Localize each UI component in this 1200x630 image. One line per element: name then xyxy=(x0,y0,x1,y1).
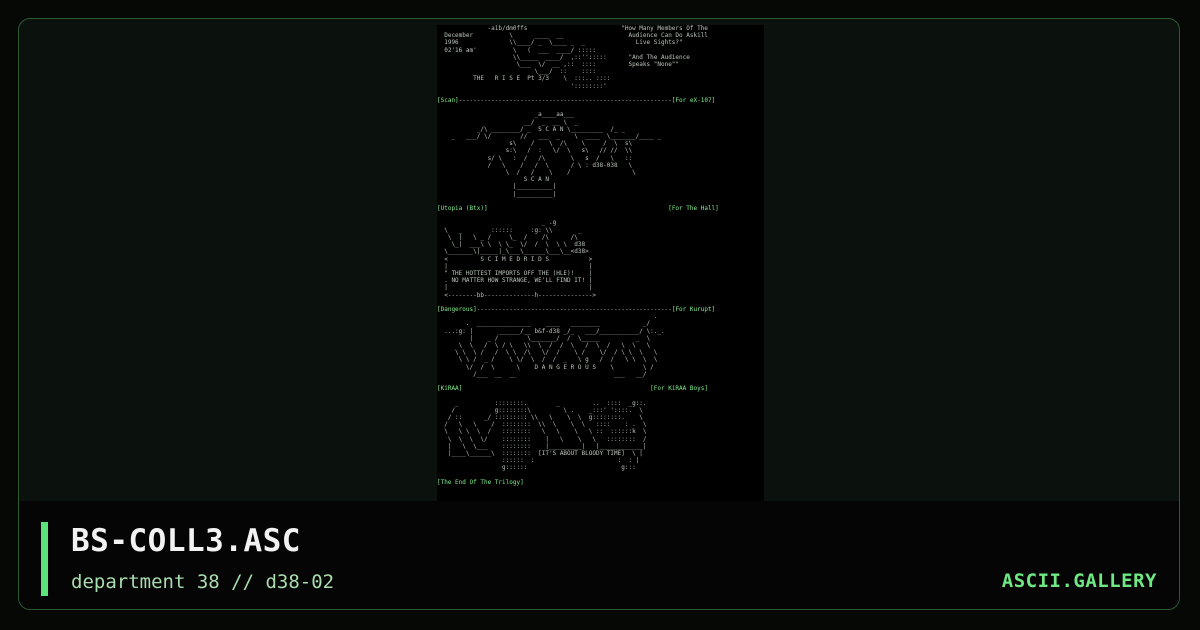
brand-name[interactable]: ASCII.GALLERY xyxy=(1001,570,1157,592)
art-section-label: [Dangerous] xyxy=(437,305,477,313)
accent-stripe xyxy=(41,522,48,596)
info-bar: BS-COLL3.ASC department 38 // d38-02 ASC… xyxy=(19,501,1179,609)
art-section-label: [For KiRAA Boys] xyxy=(650,385,708,393)
card-frame: -a1b/dm0ffs "How Many Members Of The Dec… xyxy=(18,18,1180,610)
art-segment: _ ::::::::. _ .. :::: _g::. / g::::::::\… xyxy=(444,399,647,472)
art-section-label: [For Kurupt] xyxy=(671,305,716,313)
file-title: BS-COLL3.ASC xyxy=(71,523,301,559)
art-segment xyxy=(488,205,669,212)
art-segment: . . _______________ ____ ________ _/ ...… xyxy=(444,313,665,378)
art-section-label: [Utopia (Btx)] xyxy=(437,205,488,213)
art-segment xyxy=(462,385,650,392)
art-segment: ----------------------------------------… xyxy=(476,305,672,313)
art-section-label: [For The Hall] xyxy=(668,205,719,213)
ascii-art-preview: -a1b/dm0ffs "How Many Members Of The Dec… xyxy=(437,25,764,501)
art-section-label: [The End Of The Trilogy] xyxy=(437,478,524,486)
art-section-label: [Scan] xyxy=(437,97,459,105)
group-subtitle: department 38 // d38-02 xyxy=(71,571,335,593)
art-segment: -a1b/dm0ffs "How Many Members Of The Dec… xyxy=(444,25,708,90)
art-section-label: [For eX-107] xyxy=(671,97,716,105)
art-segment: _a____aa___ __/ _ __ \ _ _/\ ________/ _… xyxy=(451,111,661,198)
art-section-label: [KiRAA] xyxy=(437,385,463,393)
ascii-art-text: -a1b/dm0ffs "How Many Members Of The Dec… xyxy=(437,25,764,486)
art-segment: _ .g \ _ :::::: :g: \\ _ \ | \ _ / \_ / … xyxy=(444,219,596,299)
art-segment: ----------------------------------------… xyxy=(458,97,672,105)
